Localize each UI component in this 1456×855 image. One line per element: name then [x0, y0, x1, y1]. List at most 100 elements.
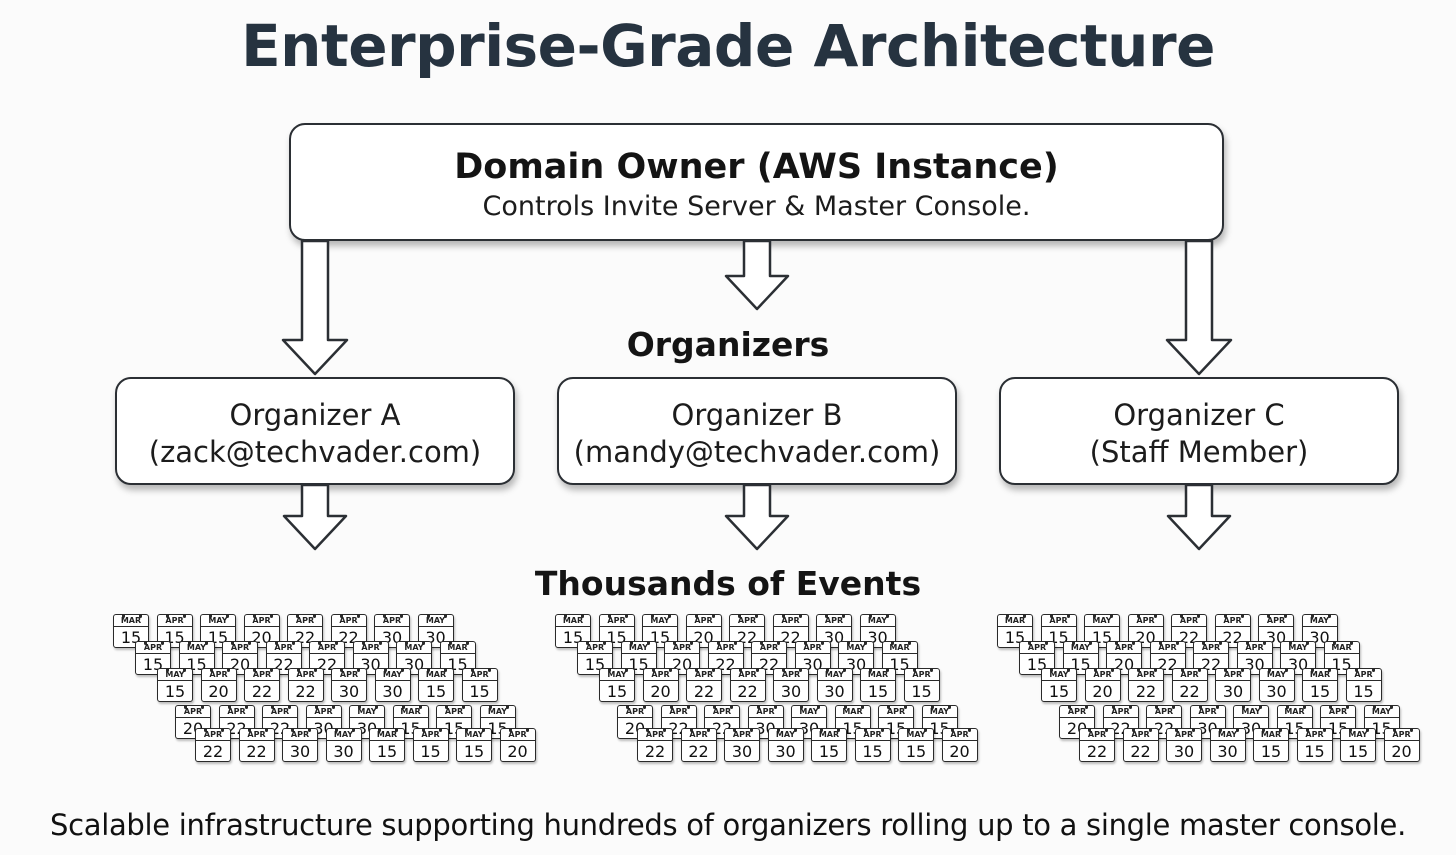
calendar-ring — [340, 669, 343, 672]
calendar-month: MAR — [556, 615, 590, 627]
calendar-month: APR — [1194, 642, 1228, 654]
calendar-ring — [668, 615, 671, 618]
calendar-ring — [1327, 615, 1331, 618]
calendar-month: APR — [855, 729, 890, 741]
calendar-ring — [1310, 615, 1314, 618]
calendar-ring — [448, 642, 452, 645]
calendar-month: APR — [942, 729, 977, 741]
calendar-day: 30 — [338, 682, 360, 701]
calendar-month: APR — [1172, 615, 1206, 627]
calendar-day: 30 — [1266, 682, 1287, 701]
calendar-ring — [887, 706, 890, 709]
calendar-ring — [1267, 615, 1270, 618]
calendar-month: MAY — [179, 642, 214, 654]
calendar-month: MAY — [1302, 615, 1337, 627]
calendar-ring — [1289, 642, 1292, 645]
calendar-month: APR — [245, 669, 279, 681]
calendar-month: APR — [310, 642, 344, 654]
calendar-month: MAR — [998, 615, 1032, 627]
calendar-month: MAY — [621, 642, 656, 654]
calendar-month: MAR — [835, 706, 870, 718]
calendar-ring — [643, 706, 646, 709]
calendar-ring — [426, 615, 430, 618]
calendar-ring — [253, 669, 256, 672]
calendar-day: 20 — [507, 742, 528, 761]
calendar-ring — [864, 642, 867, 645]
calendar-ring — [1088, 729, 1091, 732]
calendar-ring — [1279, 729, 1282, 732]
calendar-ring — [1240, 615, 1244, 618]
calendar-month: APR — [681, 729, 716, 741]
calendar-ring — [1197, 669, 1201, 672]
calendar-ring — [716, 642, 720, 645]
calendar-ring — [793, 729, 797, 732]
calendar-ring — [706, 729, 710, 732]
calendar-ring — [1349, 729, 1352, 732]
calendar-ring — [1224, 669, 1227, 672]
calendar-day: 15 — [862, 742, 883, 761]
calendar-ring — [733, 642, 737, 645]
calendar-ring — [929, 669, 933, 672]
calendar-ring — [1028, 642, 1031, 645]
calendar-ring — [1372, 706, 1376, 709]
calendar-month: APR — [136, 642, 170, 654]
calendar-ring — [209, 669, 213, 672]
calendar-day: 15 — [1309, 682, 1331, 701]
calendar-ring — [1066, 615, 1070, 618]
calendar-month: MAR — [812, 729, 846, 741]
calendar-ring — [608, 669, 611, 672]
down-arrow-icon — [282, 484, 348, 551]
calendar-ring — [209, 615, 212, 618]
calendar-month: APR — [283, 729, 317, 741]
calendar-ring — [1050, 669, 1053, 672]
calendar-month: APR — [1384, 729, 1419, 741]
calendar-ring — [1366, 729, 1369, 732]
calendar-ring — [1085, 706, 1088, 709]
calendar-ring — [738, 669, 742, 672]
calendar-ring — [777, 642, 780, 645]
calendar-ring — [122, 615, 125, 618]
calendar-ring — [755, 669, 759, 672]
calendar-ring — [438, 729, 442, 732]
calendar-ring — [1349, 642, 1353, 645]
calendar-ring — [165, 615, 169, 618]
calendar-ring — [405, 642, 408, 645]
calendar-ring — [663, 729, 666, 732]
calendar-day: 22 — [251, 682, 273, 701]
calendar-month: MAY — [1364, 706, 1399, 718]
calendar-ring — [904, 706, 907, 709]
calendar-month: APR — [1128, 615, 1163, 627]
calendar-month: MAR — [882, 642, 917, 654]
calendar-month: APR — [1216, 669, 1250, 681]
calendar-ring — [335, 642, 338, 645]
calendar-month: APR — [599, 615, 634, 627]
calendar-ring — [773, 706, 777, 709]
calendar-ring — [1242, 706, 1245, 709]
calendar-ring — [776, 729, 780, 732]
calendar-month: MAY — [643, 615, 677, 627]
calendar-month: APR — [196, 729, 230, 741]
calendar-ring — [1245, 642, 1249, 645]
calendar-ring — [1068, 706, 1071, 709]
calendar-ring — [383, 669, 387, 672]
calendar-ring — [444, 669, 447, 672]
calendar-month: APR — [748, 706, 783, 718]
calendar-day: 20 — [1391, 742, 1412, 761]
calendar-ring — [201, 706, 204, 709]
calendar-month: MAR — [861, 669, 895, 681]
calendar-ring — [395, 729, 398, 732]
calendar-ring — [733, 729, 736, 732]
calendar-ring — [505, 706, 509, 709]
calendar-ring — [1219, 642, 1222, 645]
calendar-ring — [738, 615, 741, 618]
calendar-ring — [269, 615, 273, 618]
calendar-month: APR — [332, 669, 366, 681]
